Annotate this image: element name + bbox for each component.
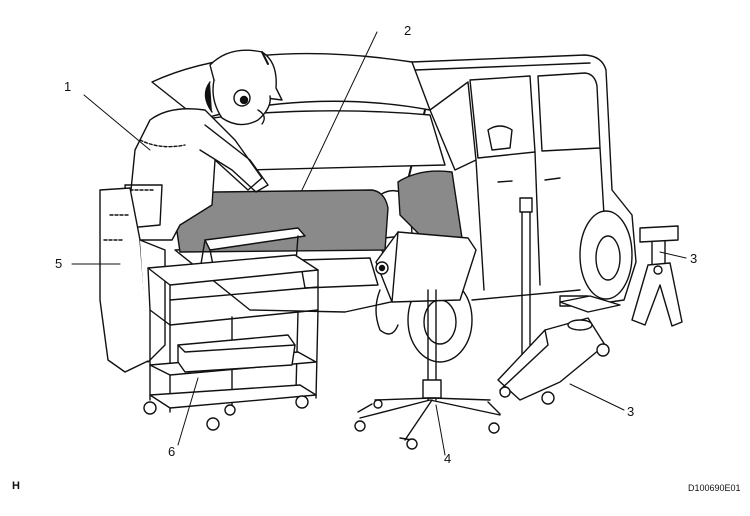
callout-2: 2 [404, 23, 412, 38]
callout-4: 4 [444, 451, 452, 466]
parts-tray [177, 334, 296, 373]
leader-lines [71, 31, 687, 456]
callout-3-floor-jack: 3 [627, 404, 635, 419]
callout-3-jack-stand: 3 [690, 251, 698, 266]
mechanic [99, 49, 283, 373]
tool-cart [143, 227, 319, 431]
document-id: D100690E01 [688, 483, 741, 493]
rear-wheel [579, 210, 633, 300]
callout-6: 6 [168, 444, 176, 459]
callout-1: 1 [64, 79, 72, 94]
corner-mark: H [12, 480, 20, 492]
work-lamp [375, 231, 477, 303]
jack-stand [631, 225, 683, 327]
work-lamp-stand [354, 231, 501, 450]
side-window-rear [537, 72, 601, 152]
callout-5: 5 [55, 256, 63, 271]
